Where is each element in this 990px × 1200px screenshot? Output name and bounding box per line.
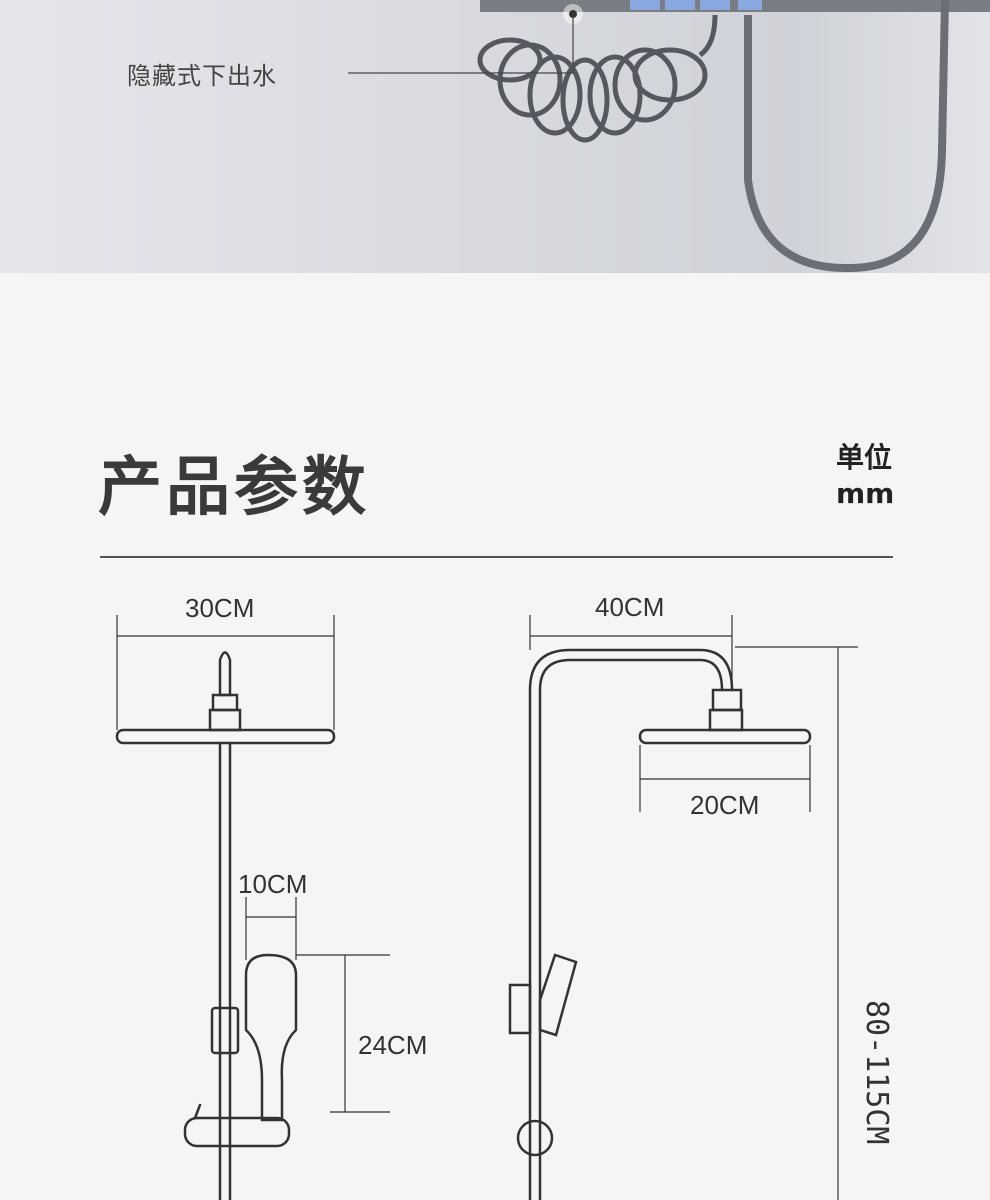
arm-right (528, 648, 734, 1200)
holder-left (183, 1116, 291, 1148)
unit-label: 单位 mm (836, 440, 894, 512)
divider (100, 556, 893, 558)
dimension-label-20cm: 20CM (690, 790, 760, 820)
top-shower-right (638, 728, 812, 745)
connector-right (711, 688, 743, 712)
dimension-label-10cm: 10CM (238, 869, 308, 899)
slider-left (210, 1006, 240, 1055)
handheld-right (538, 953, 578, 1037)
product-photo: 隐藏式下出水 (0, 0, 990, 273)
dimension-label-height: 80-115CM (859, 1000, 894, 1145)
dimension-diagram (115, 615, 858, 1200)
dimension-label-24cm: 24CM (358, 1030, 428, 1060)
dimension-label-30cm: 30CM (185, 593, 255, 623)
knob-right (516, 1119, 554, 1157)
callout-label: 隐藏式下出水 (127, 62, 277, 90)
slider-right (508, 983, 532, 1035)
unit-value: mm (836, 477, 895, 510)
page-title: 产品参数 (98, 451, 370, 525)
dimension-label-40cm: 40CM (595, 592, 665, 622)
top-pipe-left (218, 651, 232, 697)
handheld-left (244, 953, 298, 1122)
unit-label-text: 单位 (836, 441, 893, 474)
connector-left (211, 693, 239, 712)
shower-hose-illustration (348, 0, 990, 273)
top-shower-left (115, 728, 336, 745)
